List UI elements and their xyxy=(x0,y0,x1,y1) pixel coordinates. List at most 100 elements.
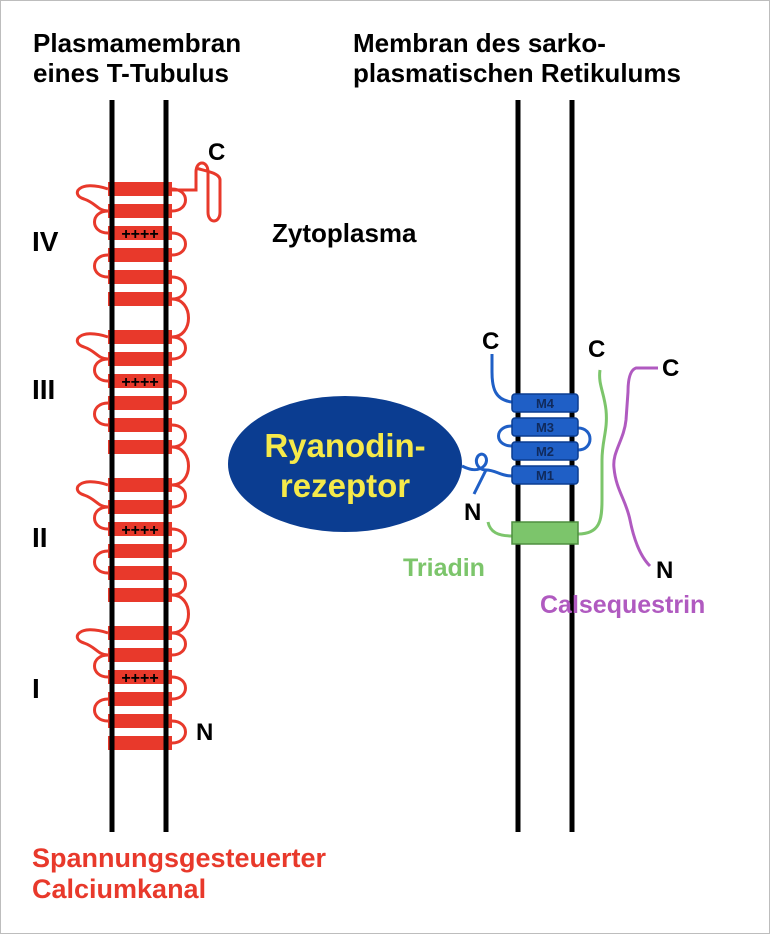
calcium-channel-loop xyxy=(171,231,187,257)
calcium-channel-pore-loop xyxy=(75,480,109,509)
calcium-channel-name-line2: Calciumkanal xyxy=(32,874,206,904)
calcium-channel-segment xyxy=(108,626,172,640)
calcium-channel-segment xyxy=(108,692,172,706)
calcium-channel-segment xyxy=(108,522,172,536)
calcium-channel-loop xyxy=(93,401,109,427)
zytoplasma-label: Zytoplasma xyxy=(272,218,417,248)
triadin-transmembrane-segment xyxy=(511,521,579,545)
domain-i-label: I xyxy=(32,673,40,704)
segment-m3-label: M3 xyxy=(536,420,554,435)
calcium-channel-loop xyxy=(171,335,187,361)
calcium-channel-segment xyxy=(108,182,172,196)
ryanodine-receptor-segments: M4 M3 M2 M1 xyxy=(511,393,579,485)
right-heading-line1: Membran des sarko- xyxy=(353,28,606,58)
ryanodine-receptor-name-line2: rezeptor xyxy=(280,467,410,504)
right-heading-line2: plasmatischen Retikulums xyxy=(353,58,681,88)
calcium-channel-pore-loop xyxy=(75,628,109,657)
segment-m2 xyxy=(511,441,579,461)
calcium-channel-loop xyxy=(171,483,187,509)
calsequestrin: C N Calsequestrin xyxy=(540,355,705,619)
ryanodine-receptor-n-label: N xyxy=(464,499,481,526)
calcium-channel-loop xyxy=(171,719,187,745)
segment-m2-label: M2 xyxy=(536,444,554,459)
ryanodine-receptor-c-label: C xyxy=(482,328,499,355)
calcium-channel-loop xyxy=(171,423,187,449)
domain-iv-label: IV xyxy=(32,226,59,257)
calcium-channel-c-label: C xyxy=(208,139,225,166)
segment-m1 xyxy=(511,465,579,485)
left-heading-line1: Plasmamembran xyxy=(33,28,241,58)
calcium-channel-loop xyxy=(93,209,109,235)
segment-m4-label: M4 xyxy=(536,396,555,411)
calcium-channel-linker xyxy=(171,445,190,487)
calcium-channel-linker xyxy=(171,593,190,635)
calcium-channel-segment xyxy=(108,330,172,344)
calcium-channel-loop xyxy=(93,357,109,383)
calcium-channel-segment xyxy=(108,544,172,558)
triadin: C Triadin xyxy=(403,336,608,582)
domain-ii-label: II xyxy=(32,522,48,553)
calcium-channel-c-tail xyxy=(172,161,222,223)
triadin-c-label: C xyxy=(588,336,605,363)
ryanodine-receptor-body xyxy=(228,396,462,532)
triadin-n-tail xyxy=(486,521,513,538)
calcium-channel-segment xyxy=(108,418,172,432)
calcium-channel-segment xyxy=(108,566,172,580)
triadin-name-label: Triadin xyxy=(403,554,485,582)
voltage-sensor-label: ++++ xyxy=(121,522,158,539)
calsequestrin-n-label: N xyxy=(656,557,673,584)
calcium-channel-loop xyxy=(171,187,187,213)
calcium-channel-segment xyxy=(108,670,172,684)
voltage-sensor-label: ++++ xyxy=(121,374,158,391)
voltage-sensor-label: ++++ xyxy=(121,670,158,687)
calcium-channel-loop xyxy=(93,653,109,679)
calcium-channel-segment xyxy=(108,396,172,410)
ryanodine-receptor-loops xyxy=(461,354,592,495)
calcium-channel-segment xyxy=(108,440,172,454)
calcium-channel-loop xyxy=(93,697,109,723)
voltage-sensor-charges: ++++ ++++ ++++ ++++ xyxy=(121,226,158,687)
calcium-channel-segment xyxy=(108,714,172,728)
calcium-channel-loop xyxy=(171,675,187,701)
calsequestrin-name-label: Calsequestrin xyxy=(540,591,705,619)
calcium-channel-loop xyxy=(171,275,187,301)
calcium-channel-loops xyxy=(75,184,190,745)
calcium-channel-segments xyxy=(108,182,172,750)
calcium-channel-segment xyxy=(108,648,172,662)
calcium-channel-loop xyxy=(171,527,187,553)
calcium-channel-segment xyxy=(108,270,172,284)
calcium-channel-segment xyxy=(108,248,172,262)
calsequestrin-chain xyxy=(612,366,658,568)
domain-iii-label: III xyxy=(32,374,55,405)
calcium-channel-name-line1: Spannungsgesteuerter xyxy=(32,843,327,873)
left-heading-line2: eines T-Tubulus xyxy=(33,58,229,88)
calcium-channel-pore-loop xyxy=(75,184,109,213)
calcium-channel-segment xyxy=(108,478,172,492)
triadin-c-tail xyxy=(577,369,608,536)
calcium-channel-segment xyxy=(108,226,172,240)
calcium-channel-loop xyxy=(171,571,187,597)
calcium-channel-n-label: N xyxy=(196,719,213,746)
calcium-channel-loop xyxy=(93,505,109,531)
calcium-channel-pore-loop xyxy=(75,332,109,361)
calcium-channel-linker xyxy=(171,297,190,339)
calcium-channel-loop xyxy=(93,549,109,575)
calcium-channel-loop xyxy=(93,253,109,279)
voltage-sensor-label: ++++ xyxy=(121,226,158,243)
segment-m4 xyxy=(511,393,579,413)
calcium-channel-segment xyxy=(108,204,172,218)
calcium-channel-segment xyxy=(108,588,172,602)
calcium-channel-segment xyxy=(108,374,172,388)
calsequestrin-c-label: C xyxy=(662,355,679,382)
calcium-channel xyxy=(75,182,190,750)
calcium-channel-segment xyxy=(108,292,172,306)
calcium-channel-loop xyxy=(171,631,187,657)
segment-m3 xyxy=(511,417,579,437)
calcium-channel-segment xyxy=(108,500,172,514)
calcium-channel-segment xyxy=(108,736,172,750)
calcium-channel-segment xyxy=(108,352,172,366)
segment-m1-label: M1 xyxy=(536,468,554,483)
ryanodine-receptor-name-line1: Ryanodin- xyxy=(264,427,425,464)
